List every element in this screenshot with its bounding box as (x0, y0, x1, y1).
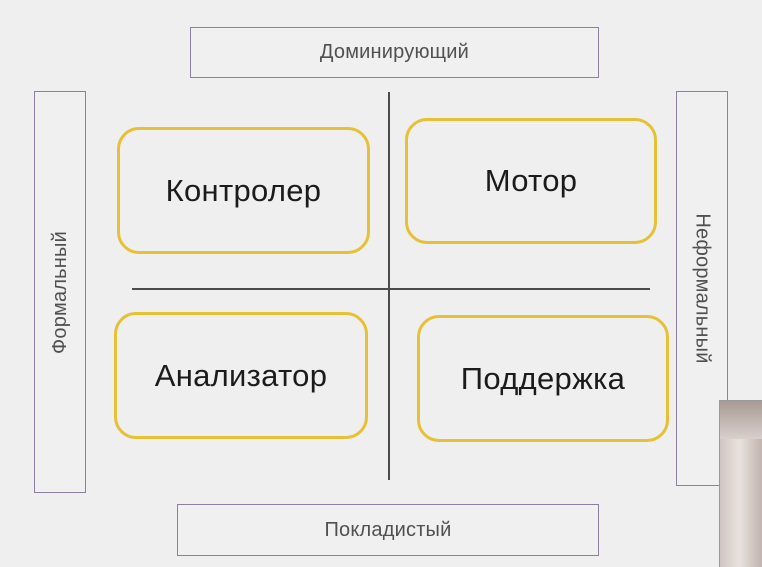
quadrant-motor: Мотор (405, 118, 657, 244)
axis-label-informal: Неформальный (691, 213, 714, 364)
horizontal-divider (132, 288, 650, 290)
axis-label-box-informal: Неформальный (676, 91, 728, 486)
axis-label-box-dominant: Доминирующий (190, 27, 599, 78)
quadrant-analyzer: Анализатор (114, 312, 368, 439)
quadrant-support-label: Поддержка (460, 360, 626, 396)
axis-label-dominant: Доминирующий (319, 41, 470, 63)
axis-label-box-formal: Формальный (34, 91, 86, 493)
quadrant-controller-label: Контролер (165, 172, 322, 208)
quadrant-motor-label: Мотор (484, 163, 578, 198)
quadrant-analyzer-label: Анализатор (154, 357, 328, 393)
vertical-divider (388, 92, 390, 480)
axis-label-formal: Формальный (48, 230, 71, 354)
webcam-thumbnail (719, 400, 762, 567)
quadrant-controller: Контролер (117, 127, 370, 254)
quadrant-support: Поддержка (417, 315, 669, 442)
webcam-thumbnail-shade (720, 401, 762, 439)
axis-label-compliant: Покладистый (324, 518, 452, 541)
axis-label-box-compliant: Покладистый (177, 504, 599, 556)
